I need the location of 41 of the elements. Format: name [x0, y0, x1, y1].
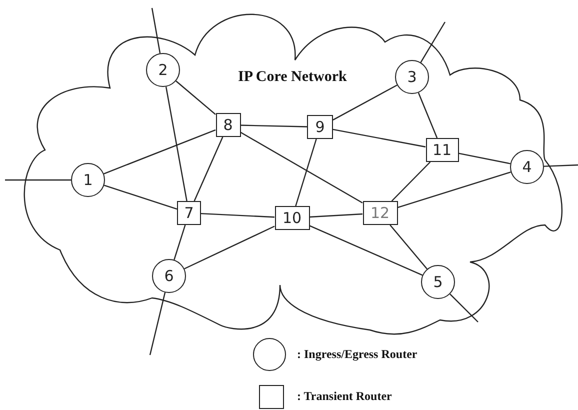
- legend-text: : Transient Router: [297, 389, 392, 404]
- link-line: [391, 162, 431, 202]
- link-line: [544, 164, 578, 167]
- transient-router-box: 9: [307, 115, 333, 139]
- link-line: [458, 152, 510, 164]
- ingress-egress-router-circle: 4: [510, 150, 544, 184]
- link-line: [194, 136, 224, 202]
- ingress-egress-router-circle: 2: [146, 53, 180, 87]
- link-line: [200, 212, 275, 218]
- ingress-egress-router-circle: 5: [421, 265, 455, 299]
- link-line: [418, 92, 438, 138]
- transient-router-box: 12: [362, 201, 398, 225]
- ingress-egress-router-circle: 1: [71, 163, 105, 197]
- link-line: [240, 124, 308, 128]
- link-line: [309, 213, 363, 218]
- transient-router-box: 10: [274, 206, 310, 230]
- link-line: [420, 22, 446, 63]
- link-line: [5, 179, 71, 181]
- link-line: [104, 129, 216, 174]
- link-line: [149, 292, 166, 356]
- transient-router-box: 11: [426, 138, 458, 162]
- link-line: [309, 225, 423, 276]
- link-line: [104, 184, 178, 210]
- ingress-egress-router-circle: 6: [152, 259, 186, 293]
- link-line: [450, 294, 478, 322]
- link-line: [332, 84, 398, 120]
- link-line: [184, 226, 275, 270]
- network-title: IP Core Network: [238, 69, 347, 86]
- ingress-egress-router-circle: 3: [395, 60, 429, 94]
- link-line: [397, 172, 511, 208]
- link-line: [295, 138, 317, 206]
- transient-router-box: 8: [216, 113, 240, 137]
- link-line: [176, 80, 216, 115]
- link-line: [174, 224, 186, 260]
- link-line: [332, 128, 426, 148]
- transient-router-box: 7: [177, 201, 201, 225]
- link-line: [165, 86, 188, 202]
- link-line: [240, 132, 363, 204]
- legend-text: : Ingress/Egress Router: [297, 347, 418, 362]
- link-line: [151, 8, 161, 54]
- link-line: [390, 224, 428, 270]
